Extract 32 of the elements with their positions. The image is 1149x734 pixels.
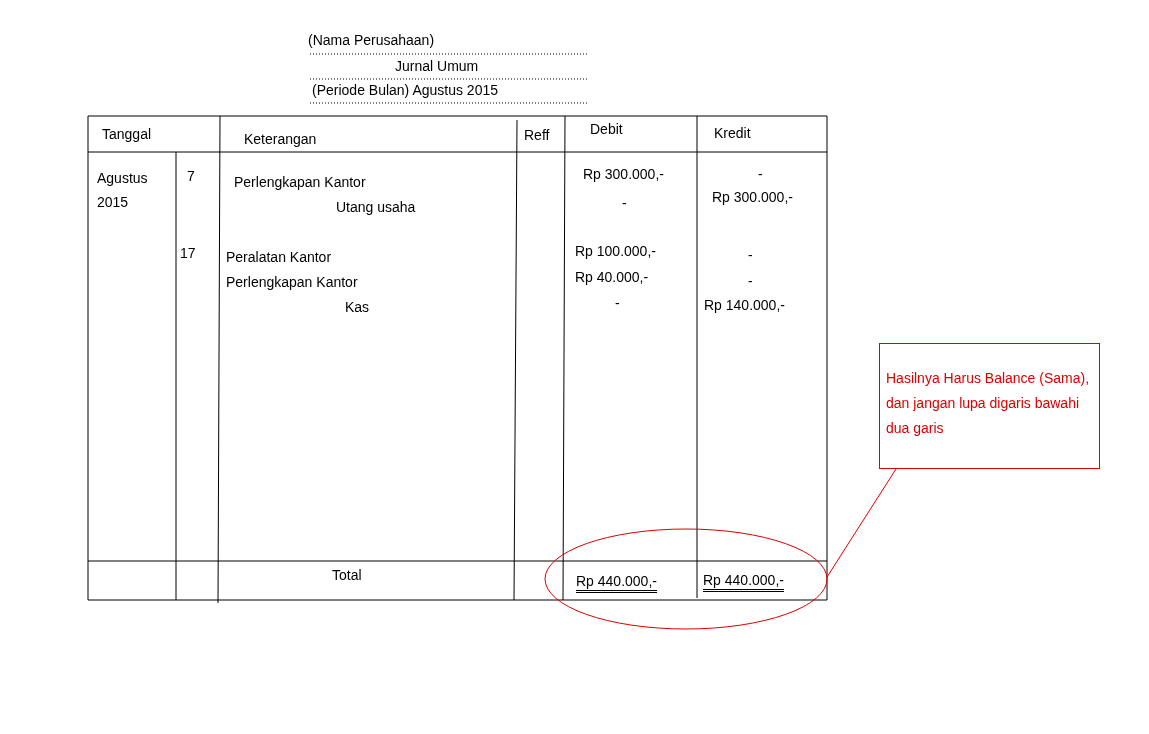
- dash-mark: -: [615, 295, 620, 312]
- dash-mark: -: [622, 195, 627, 212]
- account-name: Perlengkapan Kantor: [226, 274, 358, 291]
- amount-text: Rp 100.000,-: [575, 243, 656, 260]
- highlight-ellipse: [544, 528, 828, 630]
- total-label: Total: [332, 567, 362, 584]
- account-name: Peralatan Kantor: [226, 249, 332, 266]
- title-text: (Periode Bulan) Agustus 2015: [312, 82, 498, 99]
- column-header: Reff: [524, 127, 550, 144]
- total-amount: Rp 440.000,-: [576, 573, 657, 593]
- date-text: Agustus 2015: [97, 169, 147, 212]
- leader-line: [826, 468, 897, 578]
- amount-text: Rp 140.000,-: [704, 297, 785, 314]
- amount-text: Rp 40.000,-: [575, 269, 649, 286]
- dash-mark: -: [758, 166, 763, 183]
- total-amount: Rp 440.000,-: [703, 572, 784, 592]
- amount-text: Rp 300.000,-: [583, 166, 664, 183]
- account-name: Utang usaha: [336, 199, 416, 216]
- dash-mark: -: [748, 247, 753, 264]
- account-name: Kas: [345, 299, 370, 316]
- title-text: Jurnal Umum: [395, 58, 479, 75]
- column-header: Debit: [590, 121, 623, 138]
- title-text: (Nama Perusahaan): [308, 32, 435, 49]
- column-header: Keterangan: [244, 131, 317, 148]
- day-number: 17: [180, 245, 196, 262]
- callout-box: Hasilnya Harus Balance (Sama), dan jangan lupa digaris bawahi dua garis: [879, 343, 1100, 469]
- day-number: 7: [187, 168, 195, 185]
- column-header: Kredit: [714, 125, 751, 142]
- column-header: Tanggal: [102, 126, 152, 143]
- account-name: Perlengkapan Kantor: [234, 174, 366, 191]
- dash-mark: -: [748, 273, 753, 290]
- amount-text: Rp 300.000,-: [712, 189, 793, 206]
